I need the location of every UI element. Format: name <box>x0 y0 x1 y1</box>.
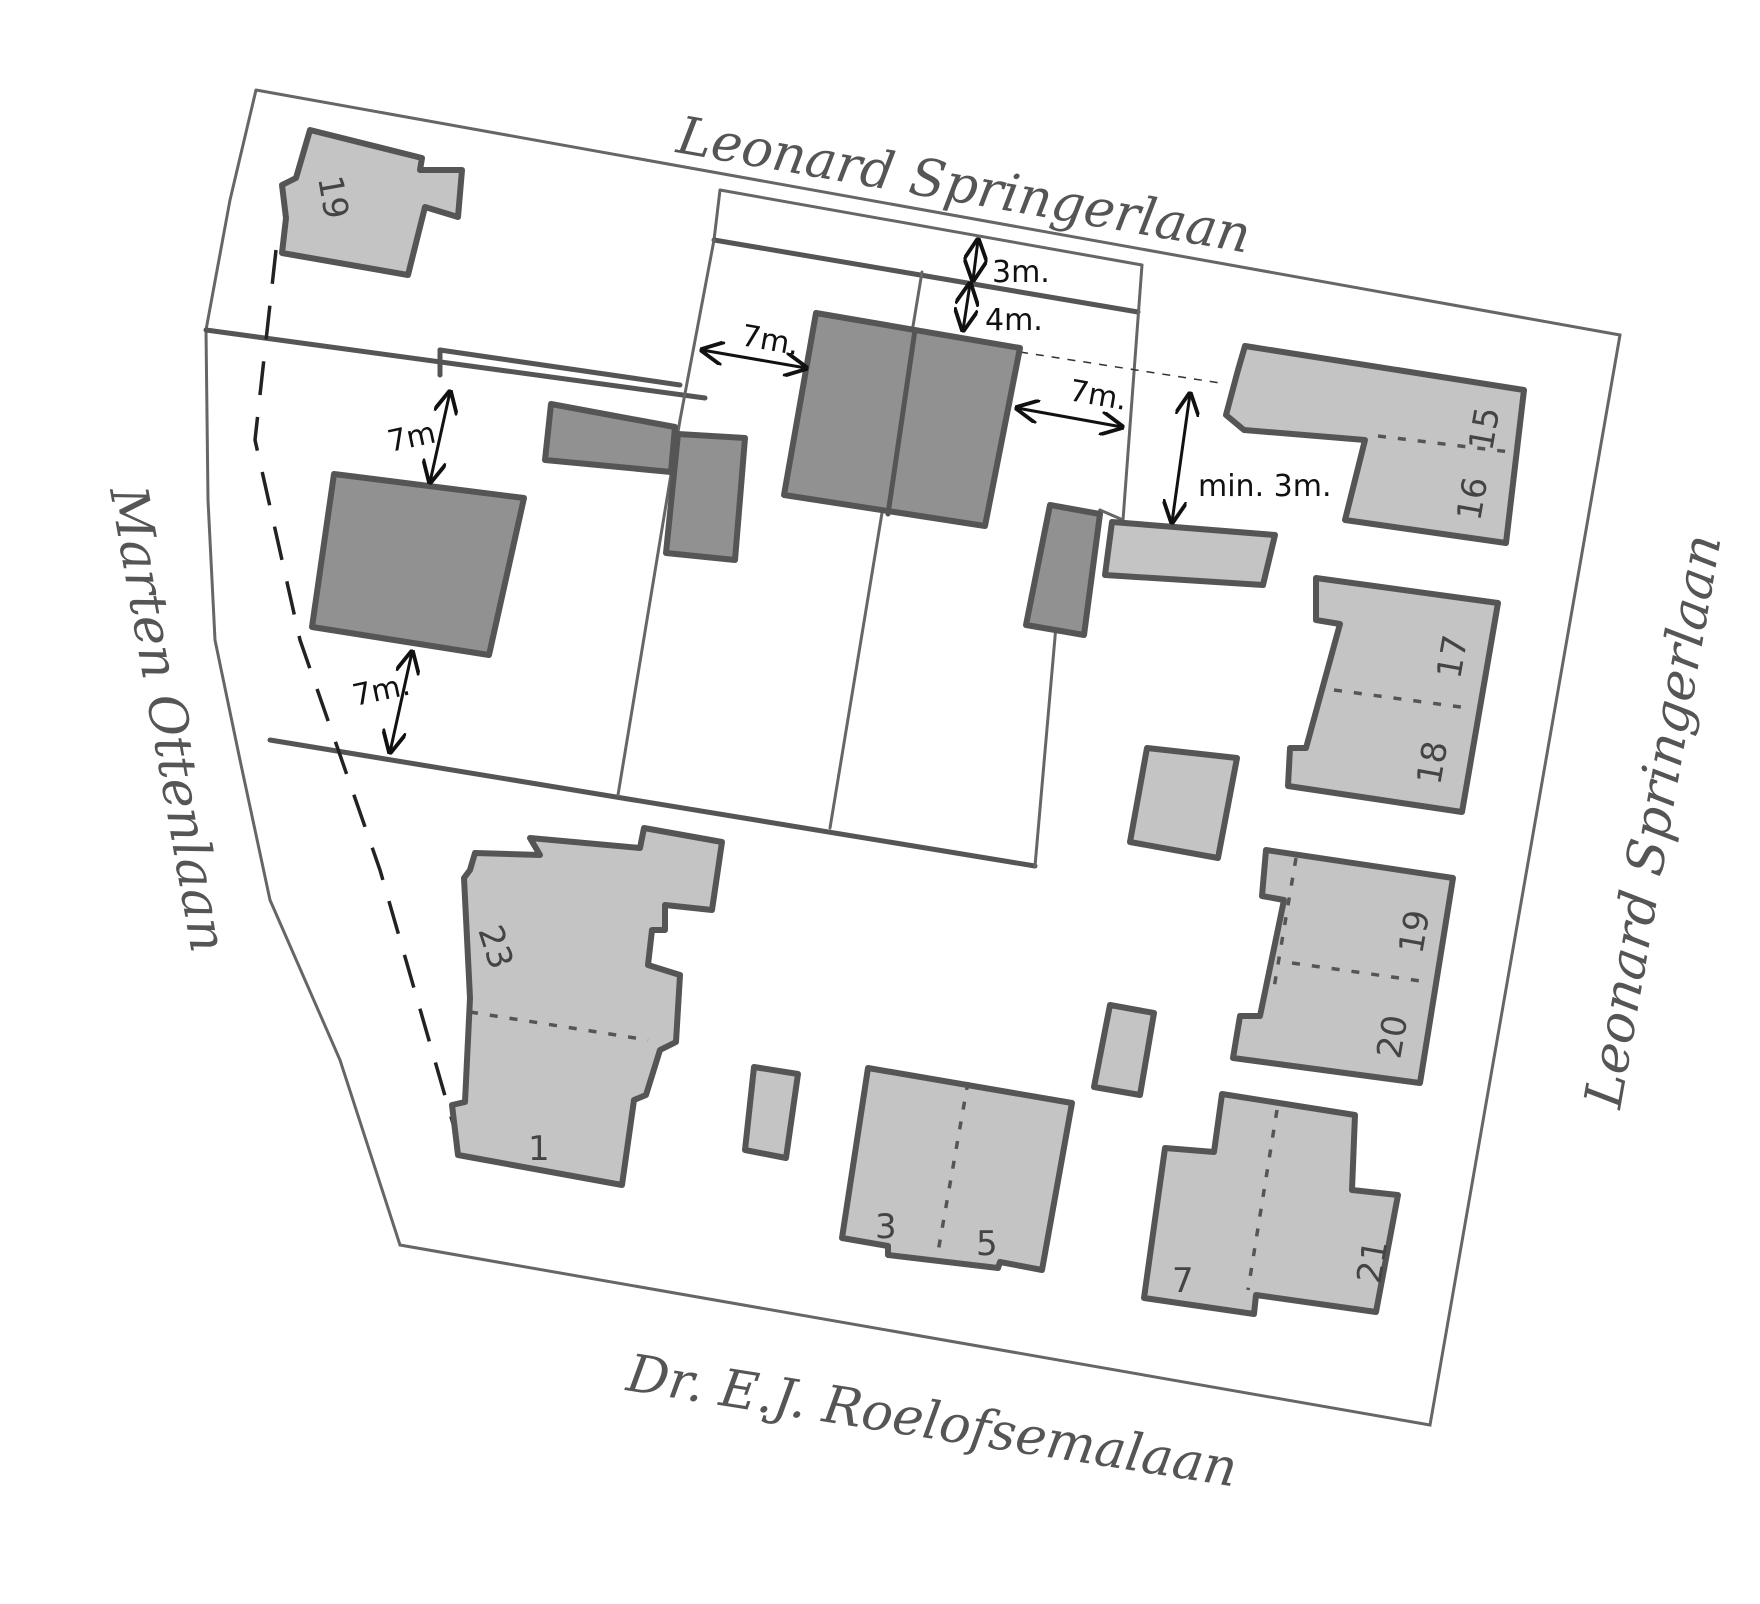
street-label-west: Marten Ottenlaan <box>97 481 238 957</box>
new-building-shed-west <box>663 431 748 563</box>
house-number-15: 15 <box>1461 404 1508 454</box>
new-building-main-west <box>309 471 527 658</box>
existing-building-17-18 <box>1285 575 1501 815</box>
dim-label-7m-left-top: 7m <box>384 416 439 460</box>
dim-label-4m: 4m. <box>985 303 1043 338</box>
house-number-21: 21 <box>1349 1237 1396 1287</box>
house-number-18: 18 <box>1409 738 1456 788</box>
house-number-3: 3 <box>875 1207 897 1247</box>
existing-building-19-20 <box>1230 847 1456 1086</box>
party-walls <box>469 434 1511 1291</box>
dim-label-min-3m: min. 3m. <box>1198 469 1332 504</box>
house-number-1: 1 <box>528 1129 550 1169</box>
house-number-20: 20 <box>1369 1012 1416 1062</box>
new-building-shed-east <box>1023 502 1103 638</box>
house-number-5: 5 <box>976 1224 998 1264</box>
lot-lines <box>203 188 1221 869</box>
block-boundary <box>204 88 1622 1427</box>
existing-building-small-south <box>742 1064 801 1161</box>
existing-building-shed-south <box>1091 1002 1157 1098</box>
dim-label-7m-east: 7m. <box>1067 373 1130 418</box>
house-number-17: 17 <box>1429 632 1476 682</box>
dim-label-7m-west: 7m. <box>739 318 802 363</box>
new-building-annex-west <box>542 401 678 475</box>
existing-building-3-5 <box>839 1065 1075 1273</box>
street-label-south: Dr. E.J. Roelofsemalaan <box>622 1343 1241 1499</box>
existing-buildings <box>279 127 1527 1317</box>
street-label-north: Leonard Springerlaan <box>672 106 1255 266</box>
existing-building-shed-mid <box>1127 745 1240 861</box>
dimension-arrows <box>390 240 1190 752</box>
street-label-east: Leonard Springerlaan <box>1574 530 1734 1113</box>
house-number-7: 7 <box>1172 1261 1194 1301</box>
existing-building-strip-east <box>1102 519 1278 588</box>
former-path-dashed <box>253 249 462 1149</box>
house-number-19-top: 19 <box>309 173 356 223</box>
existing-building-23-1 <box>449 825 725 1188</box>
existing-building-7-21 <box>1141 1091 1401 1317</box>
house-number-19-right: 19 <box>1391 907 1438 957</box>
dim-label-7m-left-bottom: 7m. <box>349 668 413 714</box>
house-number-16: 16 <box>1449 474 1496 524</box>
dim-label-3m: 3m. <box>992 255 1050 290</box>
new-buildings <box>309 310 1103 658</box>
existing-building-15-16 <box>1223 343 1527 546</box>
existing-building-19-top <box>279 127 465 278</box>
